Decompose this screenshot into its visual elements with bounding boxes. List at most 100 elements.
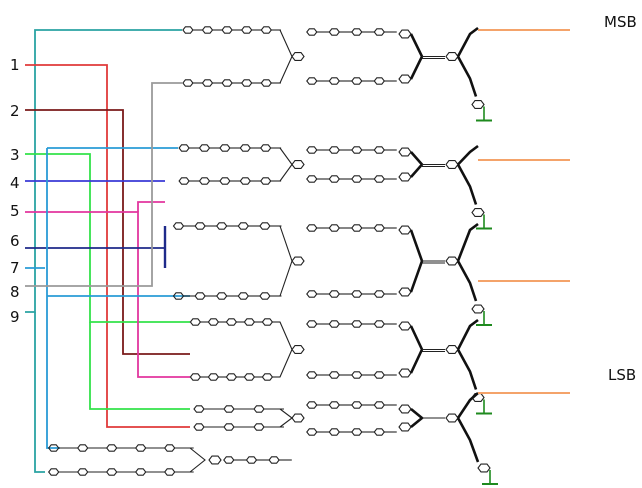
chain-ring <box>164 444 176 452</box>
chain-ring <box>260 177 272 185</box>
chain-ring <box>219 177 231 185</box>
wire-7-trunk <box>46 148 60 449</box>
chain-ring <box>306 428 318 436</box>
chain-ring <box>201 79 214 87</box>
junction-bond <box>279 147 293 182</box>
chain-ring <box>239 177 251 185</box>
chain-ring <box>245 456 258 464</box>
input-label-9: 9 <box>10 308 20 326</box>
chain-ring <box>260 26 272 34</box>
chain-ring <box>193 405 205 413</box>
chain-ring <box>193 423 205 431</box>
ground-ring <box>471 208 485 217</box>
chain-ring <box>135 468 147 476</box>
core-ring <box>291 256 305 266</box>
input-label-6: 6 <box>10 232 20 250</box>
chain-ring <box>216 292 228 300</box>
output-bond <box>456 318 479 351</box>
input-label-8: 8 <box>10 283 20 301</box>
gate-4 <box>189 318 492 415</box>
chain-ring <box>237 292 249 300</box>
input-label-1: 1 <box>10 56 20 74</box>
output-bond <box>456 222 479 262</box>
chain-ring <box>164 468 176 476</box>
ground-bond <box>456 348 478 390</box>
branch-ring <box>398 404 412 414</box>
chain-ring <box>198 177 211 185</box>
msb-label: MSB <box>604 13 637 31</box>
chain-ring <box>306 175 318 183</box>
chain-ring <box>328 28 340 36</box>
chain-ring <box>328 428 340 436</box>
chain-ring <box>253 423 265 431</box>
output-ring <box>445 160 459 169</box>
chain-ring <box>241 79 253 87</box>
chain-ring <box>351 428 363 436</box>
chain-ring <box>328 290 340 298</box>
chain-ring <box>225 318 238 326</box>
wire-3-low <box>89 322 190 410</box>
chain-ring <box>351 320 363 328</box>
input-label-4: 4 <box>10 174 20 192</box>
wire-9 <box>25 29 182 313</box>
branch-bond <box>409 33 424 80</box>
chain-ring <box>261 318 274 326</box>
input-label-7: 7 <box>10 259 20 277</box>
wire-8 <box>25 82 182 287</box>
chain-ring <box>306 401 318 409</box>
chain-ring <box>189 373 202 381</box>
wire-5-up <box>137 201 165 212</box>
chain-ring <box>259 222 271 230</box>
junction-bond <box>279 29 293 84</box>
chain-ring <box>351 77 363 85</box>
ground-bond <box>456 260 478 302</box>
junction-bond <box>279 225 293 297</box>
ground-ring <box>471 100 485 109</box>
output-bond <box>456 392 479 419</box>
chain-ring <box>306 290 318 298</box>
chain-ring <box>328 77 340 85</box>
chain-ring <box>221 79 233 87</box>
chain-ring <box>172 292 185 300</box>
input-label-5: 5 <box>10 202 20 220</box>
chain-ring <box>373 146 385 154</box>
chain-ring <box>172 222 185 230</box>
chain-ring <box>373 320 385 328</box>
chain-ring <box>198 144 211 152</box>
chain-ring <box>77 468 89 476</box>
chain-ring <box>178 177 190 185</box>
chain-ring <box>223 423 235 431</box>
junction-bond <box>279 408 293 428</box>
branch-ring <box>398 147 412 157</box>
chain-ring <box>259 292 271 300</box>
input-label-3: 3 <box>10 146 20 164</box>
core-ring <box>291 52 305 61</box>
input-wires <box>25 29 190 473</box>
chain-ring <box>351 401 363 409</box>
chain-ring <box>48 444 60 452</box>
chain-ring <box>77 444 89 452</box>
output-ring <box>445 256 459 266</box>
chain-ring <box>135 444 147 452</box>
gate-5 <box>48 392 498 485</box>
chain-ring <box>182 79 194 87</box>
branch-ring <box>398 422 412 432</box>
wire-1 <box>25 64 190 428</box>
chain-ring <box>48 468 60 476</box>
chain-ring <box>221 26 233 34</box>
gate-3 <box>172 222 492 326</box>
chain-ring <box>260 79 272 87</box>
chain-ring <box>351 28 363 36</box>
chain-ring <box>328 371 340 379</box>
wire-2 <box>25 109 190 355</box>
chain-ring <box>351 224 363 232</box>
chain-ring <box>328 175 340 183</box>
chain-ring <box>351 146 363 154</box>
chain-ring <box>194 222 206 230</box>
chain-ring <box>223 405 235 413</box>
chain-ring <box>225 373 238 381</box>
chain-ring <box>207 318 220 326</box>
chain-ring <box>306 224 318 232</box>
chain-ring <box>328 401 340 409</box>
wire-3 <box>25 153 190 323</box>
